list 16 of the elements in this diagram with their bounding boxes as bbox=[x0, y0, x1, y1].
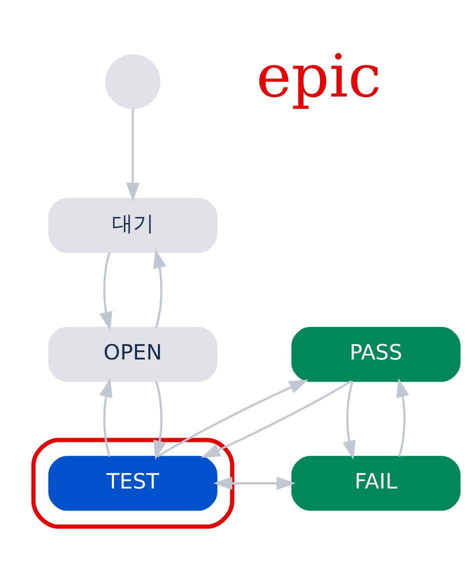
arrow bbox=[153, 248, 166, 328]
arrow bbox=[153, 380, 166, 460]
arrow bbox=[396, 378, 410, 456]
arrow bbox=[99, 378, 112, 456]
node-box: OPEN bbox=[48, 326, 218, 382]
node-box: FAIL bbox=[291, 455, 460, 510]
node-box: PASS bbox=[291, 326, 460, 382]
arrow bbox=[342, 380, 356, 460]
node-circle bbox=[105, 54, 160, 109]
arrow bbox=[99, 251, 112, 330]
node-box: TEST bbox=[48, 455, 218, 510]
node-box: 대기 bbox=[48, 197, 218, 252]
arrow bbox=[126, 108, 140, 202]
label: epic bbox=[256, 40, 382, 110]
arrow bbox=[201, 380, 352, 458]
arrow bbox=[157, 379, 308, 457]
